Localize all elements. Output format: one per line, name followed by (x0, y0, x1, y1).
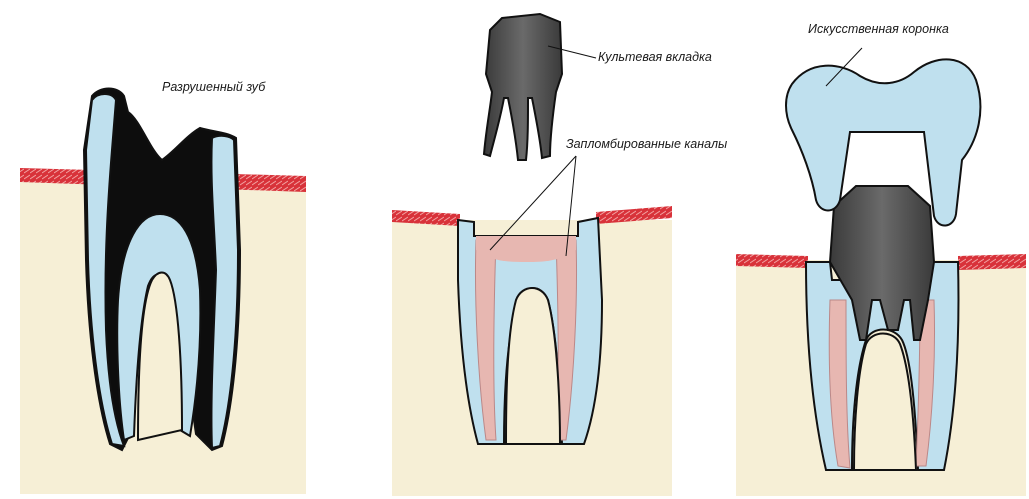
label-core-inlay: Культевая вкладка (598, 50, 712, 64)
core-inlay-metal (484, 14, 562, 160)
panel-destroyed-tooth (20, 89, 306, 495)
panel-core-inlay (392, 14, 672, 496)
gum-line (958, 254, 1026, 270)
label-filled-canals: Запломбированные каналы (566, 137, 727, 151)
panel-artificial-crown (736, 48, 1026, 496)
label-destroyed-tooth: Разрушенный зуб (162, 80, 265, 94)
gum-line (736, 254, 808, 268)
label-artificial-crown: Искусственная коронка (808, 22, 949, 36)
